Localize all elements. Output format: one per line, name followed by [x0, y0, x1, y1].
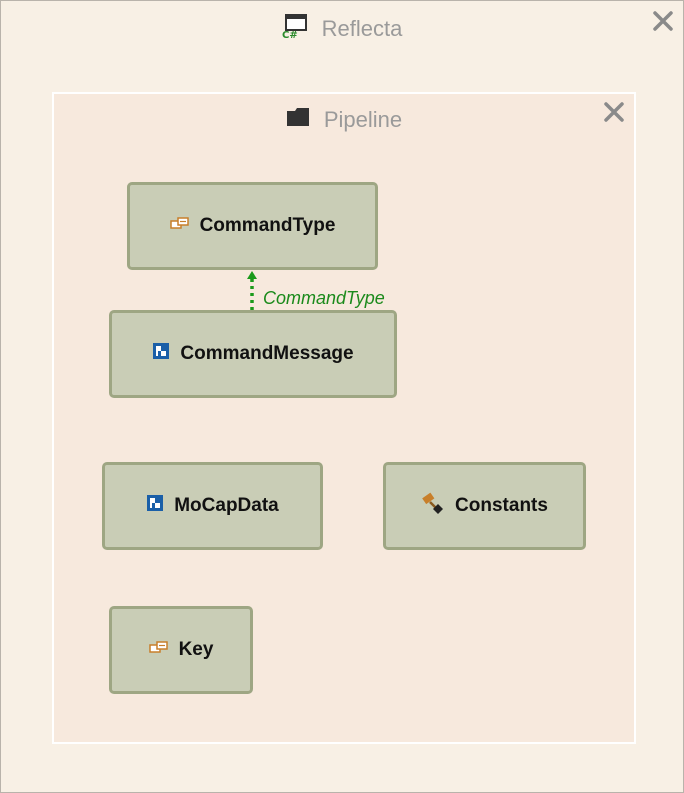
group-title-bar: Pipeline: [54, 106, 634, 134]
node-label: Constants: [455, 495, 548, 516]
struct-icon: [152, 342, 170, 366]
enum-icon: [169, 215, 190, 237]
node-key[interactable]: Key: [109, 606, 253, 694]
static-class-icon: [421, 492, 445, 520]
enum-icon: [148, 639, 169, 661]
node-label: CommandMessage: [180, 343, 354, 364]
close-icon[interactable]: [652, 10, 674, 32]
window-title: Reflecta: [321, 16, 403, 41]
edge-commandmessage-commandtype: [247, 271, 257, 310]
edge-label: CommandType: [263, 288, 385, 308]
node-commandmessage[interactable]: CommandMessage: [109, 310, 397, 398]
window-title-bar: C# Reflecta: [1, 13, 683, 45]
node-commandtype[interactable]: CommandType: [127, 182, 378, 270]
node-label: Key: [178, 639, 214, 660]
svg-text:C#: C#: [282, 30, 298, 39]
pipeline-group: Pipeline CommandType CommandType: [52, 92, 636, 744]
node-mocapdata[interactable]: MoCapData: [102, 462, 323, 550]
csharp-file-icon: C#: [282, 13, 308, 45]
node-label: MoCapData: [174, 495, 279, 516]
struct-icon: [146, 494, 164, 518]
close-icon[interactable]: [603, 101, 625, 123]
group-title: Pipeline: [323, 107, 403, 132]
node-label: CommandType: [199, 215, 336, 236]
node-constants[interactable]: Constants: [383, 462, 586, 550]
folder-icon: [286, 106, 310, 134]
